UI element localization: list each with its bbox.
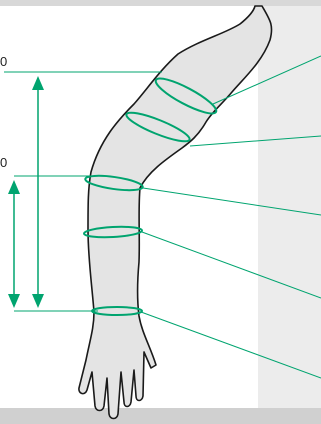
- bottom-bar: [0, 408, 321, 424]
- ring-upper-arm-top: [154, 77, 218, 115]
- measure-arrow-long: [32, 76, 44, 308]
- leader-line-5: [140, 311, 321, 379]
- measurement-label-top: 0: [0, 54, 8, 69]
- measure-arrow-short: [8, 180, 20, 308]
- measurement-label-mid: 0: [0, 155, 8, 170]
- ring-forearm: [83, 225, 143, 239]
- ring-elbow: [84, 174, 144, 192]
- top-border: [0, 0, 321, 6]
- ring-upper-arm-mid: [125, 111, 191, 143]
- leader-line-2: [189, 135, 321, 147]
- arm-silhouette: [78, 5, 273, 420]
- leader-line-3: [142, 187, 321, 216]
- leader-line-1: [212, 55, 321, 105]
- leader-line-4: [141, 231, 321, 299]
- ring-wrist: [91, 306, 143, 316]
